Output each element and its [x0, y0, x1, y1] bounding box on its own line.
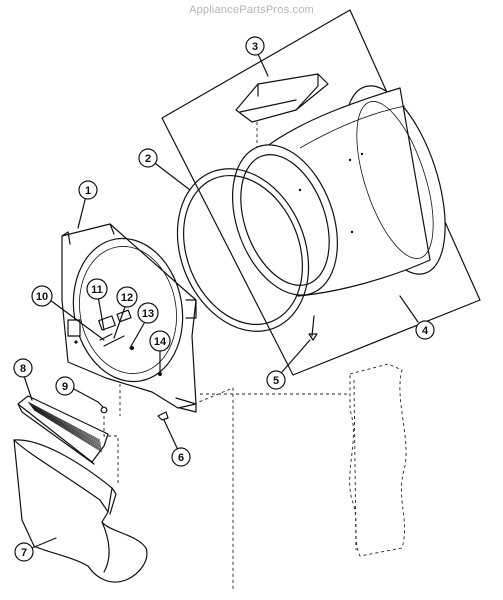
callout-8-label: 8 [20, 363, 26, 375]
callout-10: 10 [31, 285, 53, 307]
callout-2-label: 2 [145, 153, 151, 165]
callout-7: 7 [14, 542, 34, 562]
callout-13-label: 13 [142, 308, 154, 320]
assembly-dash-left [103, 416, 119, 486]
drum-part [231, 85, 446, 297]
watermark-text: AppliancePartsPros.com [189, 4, 314, 16]
callout-6-label: 6 [178, 452, 184, 464]
drum-assembly-panel [161, 9, 481, 376]
callout-13: 13 [137, 302, 159, 324]
leader-lines [23, 53, 419, 549]
lint-filter-part [17, 395, 109, 465]
callout-5-label: 5 [273, 375, 279, 387]
lint-duct-part [13, 439, 148, 583]
callout-10-label: 10 [36, 291, 48, 303]
callout-11: 11 [86, 278, 108, 300]
callout-9-label: 9 [62, 381, 68, 393]
callout-14-label: 14 [154, 336, 167, 348]
front-bulkhead [61, 223, 197, 413]
callout-2: 2 [138, 148, 158, 168]
callout-11-label: 11 [91, 284, 103, 296]
callout-3-label: 3 [252, 41, 258, 53]
baffle-part [235, 73, 329, 123]
callout-12: 12 [116, 286, 138, 308]
callout-5: 5 [266, 370, 286, 390]
screw-part-5 [308, 315, 318, 341]
callout-7-label: 7 [21, 547, 27, 559]
callout-14: 14 [149, 330, 171, 352]
callout-1: 1 [78, 180, 98, 200]
vent-shroud-dashed [349, 363, 407, 557]
callout-12-label: 12 [121, 292, 133, 304]
callout-6: 6 [171, 447, 191, 467]
callout-4-label: 4 [422, 325, 429, 337]
screw-part-9 [97, 401, 108, 414]
callout-9: 9 [55, 376, 75, 396]
callout-3: 3 [245, 36, 265, 56]
callout-1-label: 1 [85, 185, 91, 197]
callout-8: 8 [13, 358, 33, 378]
drum-seal-ring [176, 168, 310, 332]
callout-4: 4 [415, 320, 435, 340]
screw-part-6 [157, 411, 169, 421]
assembly-dash-right [193, 387, 234, 590]
